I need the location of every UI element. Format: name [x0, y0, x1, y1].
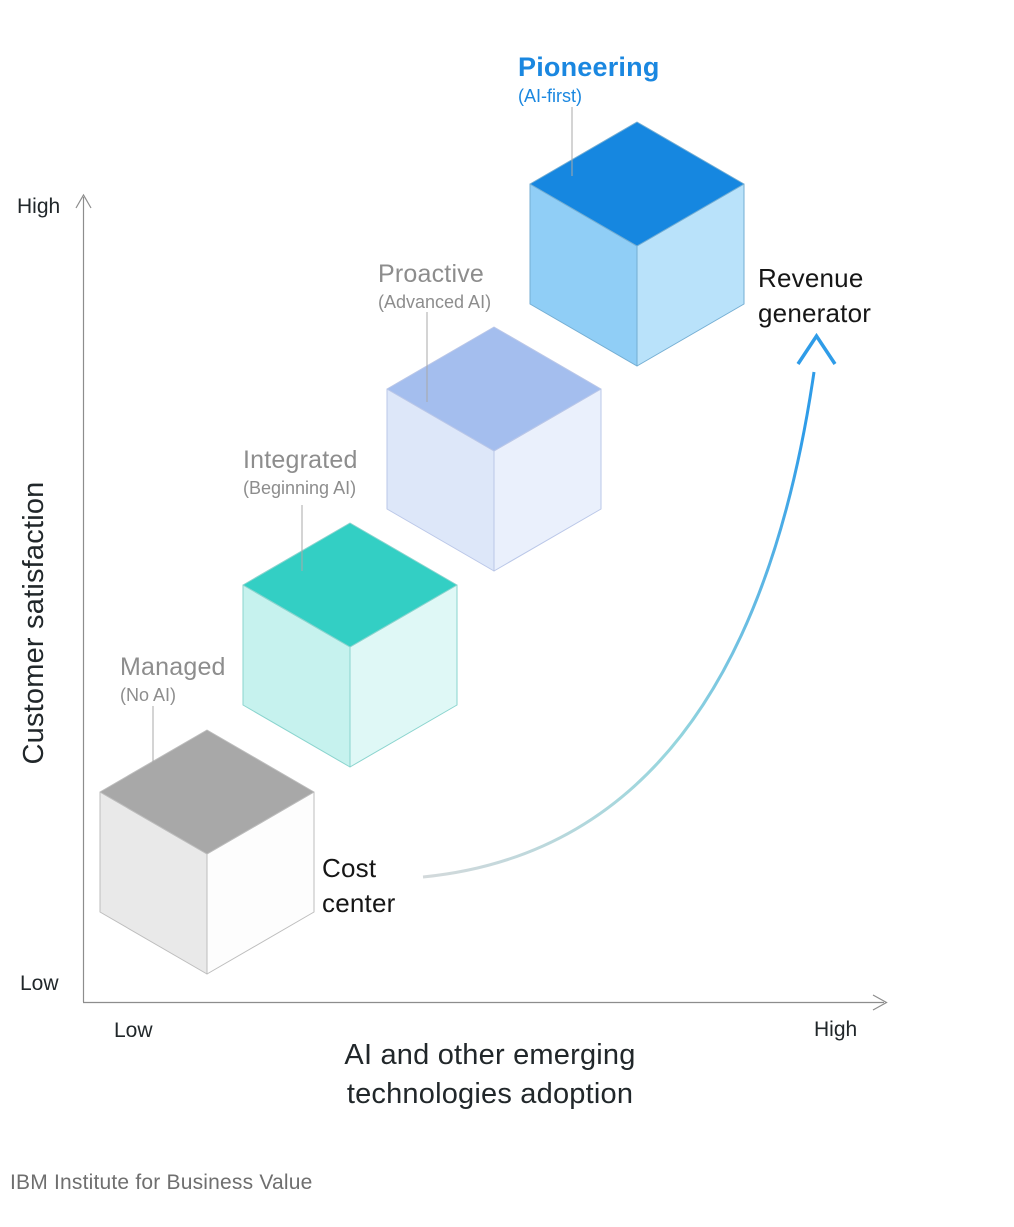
stage-label-managed: Managed (No AI): [120, 652, 226, 708]
stage-name-proactive: Proactive: [378, 260, 485, 288]
cost-center-annotation: Cost center: [322, 853, 396, 918]
pioneering-cube: [529, 121, 745, 367]
y-axis-high-tick: High: [17, 195, 61, 218]
integrated-cube-top-face: [242, 522, 458, 648]
x-axis-title: AI and other emerging technologies adopt…: [290, 1036, 690, 1114]
proactive-cube-top-face: [386, 326, 602, 452]
proactive-cube: [386, 326, 602, 572]
stage-label-proactive: Proactive (Advanced AI): [378, 259, 491, 315]
pioneering-cube-top-face: [529, 121, 745, 247]
stage-qualifier-integrated: (Beginning AI): [243, 478, 357, 498]
x-axis-title-line1: AI and other emerging: [344, 1039, 636, 1071]
stage-name-managed: Managed: [120, 653, 226, 681]
growth-curve-arrow: [422, 371, 816, 879]
stage-qualifier-pioneering: (AI-first): [518, 86, 582, 106]
x-axis-arrowhead: [872, 994, 888, 1011]
stage-name-integrated: Integrated: [243, 446, 358, 474]
revenue-generator-annotation: Revenue generator: [758, 263, 872, 328]
stage-label-integrated: Integrated (Beginning AI): [243, 445, 358, 501]
x-axis-low-tick: Low: [114, 1019, 153, 1042]
stage-name-pioneering: Pioneering: [518, 52, 660, 82]
managed-cube: [99, 729, 315, 975]
stage-qualifier-managed: (No AI): [120, 685, 177, 705]
footer-source: IBM Institute for Business Value: [10, 1171, 313, 1194]
stage-label-pioneering: Pioneering (AI-first): [518, 50, 660, 109]
growth-curve-arrowhead: [796, 332, 837, 365]
integrated-cube: [242, 522, 458, 768]
x-axis-high-tick: High: [814, 1018, 858, 1041]
y-axis-title: Customer satisfaction: [18, 481, 50, 765]
y-axis-low-tick: Low: [20, 972, 59, 995]
y-axis-arrowhead: [75, 193, 92, 209]
x-axis-title-line2: technologies adoption: [346, 1078, 634, 1110]
stage-qualifier-proactive: (Advanced AI): [378, 292, 492, 312]
